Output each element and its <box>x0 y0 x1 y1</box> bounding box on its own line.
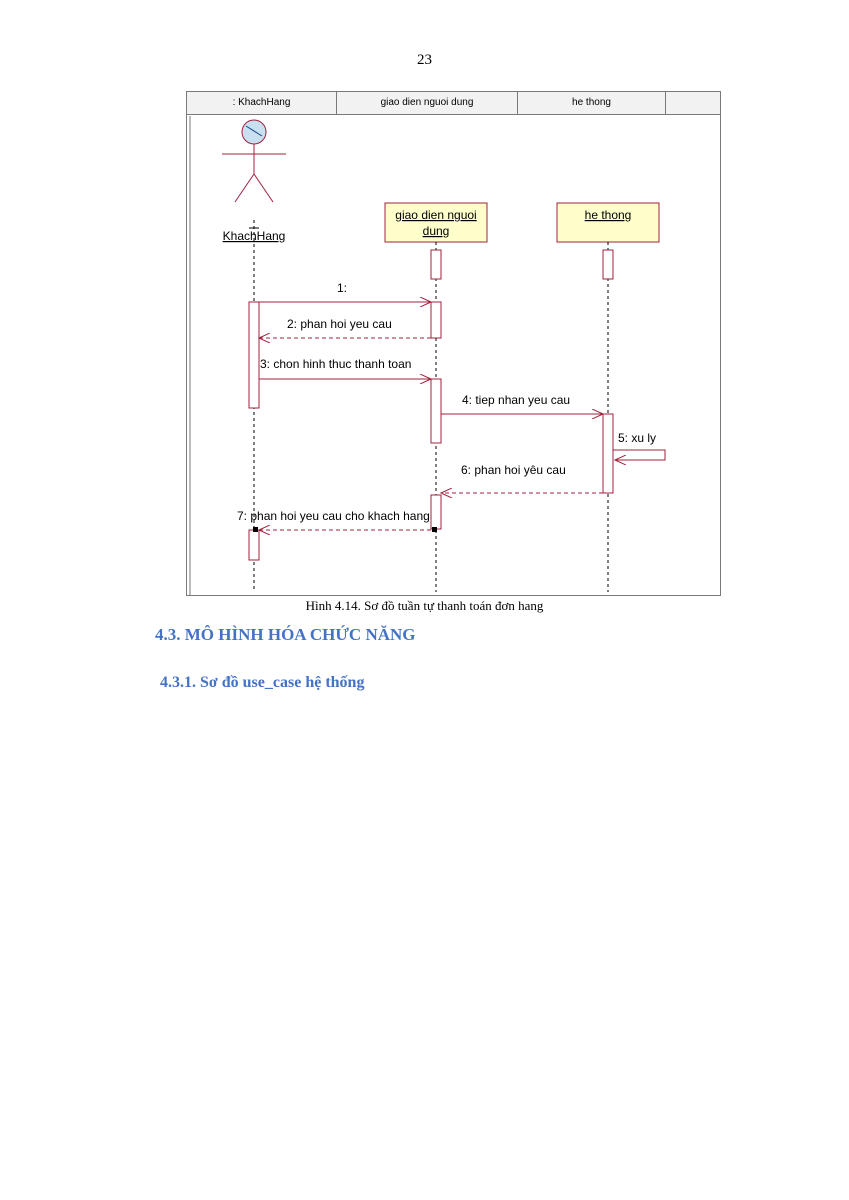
subsection-heading: 4.3.1. Sơ đồ use_case hệ thống <box>160 674 365 691</box>
message-label-3: 3: chon hinh thuc thanh toan <box>260 357 411 371</box>
object-box-he-thong <box>556 202 660 243</box>
object-label-he-thong: he thong <box>585 208 632 222</box>
figure-caption: Hình 4.14. Sơ đồ tuần tự thanh toán đơn … <box>305 598 544 613</box>
activation-bar <box>602 249 614 280</box>
section-heading: 4.3. MÔ HÌNH HÓA CHỨC NĂNG <box>155 625 416 644</box>
object-box-giao-dien <box>384 202 488 243</box>
object-label-giao-dien-line1: giao dien nguoi <box>395 208 476 222</box>
header-cell-he-thong: he thong <box>518 92 666 114</box>
activation-bar <box>602 413 614 494</box>
actor-label: KhachHang <box>223 229 286 243</box>
message-arrow-5 <box>613 449 666 460</box>
activation-bar <box>248 301 260 409</box>
message-label-2: 2: phan hoi yeu cau <box>287 317 392 331</box>
actor-icon <box>222 119 286 203</box>
diagram-header: : KhachHang giao dien nguoi dung he thon… <box>187 92 720 115</box>
message-label-7: 7: phan hoi yeu cau cho khach hang <box>237 509 430 523</box>
message-label-6: 6: phan hoi yêu cau <box>461 463 566 477</box>
activation-bar <box>430 301 442 339</box>
activation-bar <box>430 494 442 530</box>
message-end-marker <box>253 527 258 532</box>
message-label-4: 4: tiep nhan yeu cau <box>462 393 570 407</box>
object-label-giao-dien-line2: dung <box>423 224 450 238</box>
sequence-diagram: : KhachHang giao dien nguoi dung he thon… <box>186 91 721 596</box>
message-start-marker <box>432 527 437 532</box>
activation-bar <box>430 249 442 280</box>
message-label-1: 1: <box>337 281 347 295</box>
header-cell-khachhang: : KhachHang <box>187 92 337 114</box>
diagram-canvas: KhachHang giao dien nguoi dung he thong … <box>189 116 666 596</box>
message-label-5: 5: xu ly <box>618 431 656 445</box>
page-number: 23 <box>417 52 432 68</box>
header-cell-giao-dien: giao dien nguoi dung <box>337 92 518 114</box>
activation-bar <box>430 378 442 444</box>
activation-bar <box>248 529 260 561</box>
